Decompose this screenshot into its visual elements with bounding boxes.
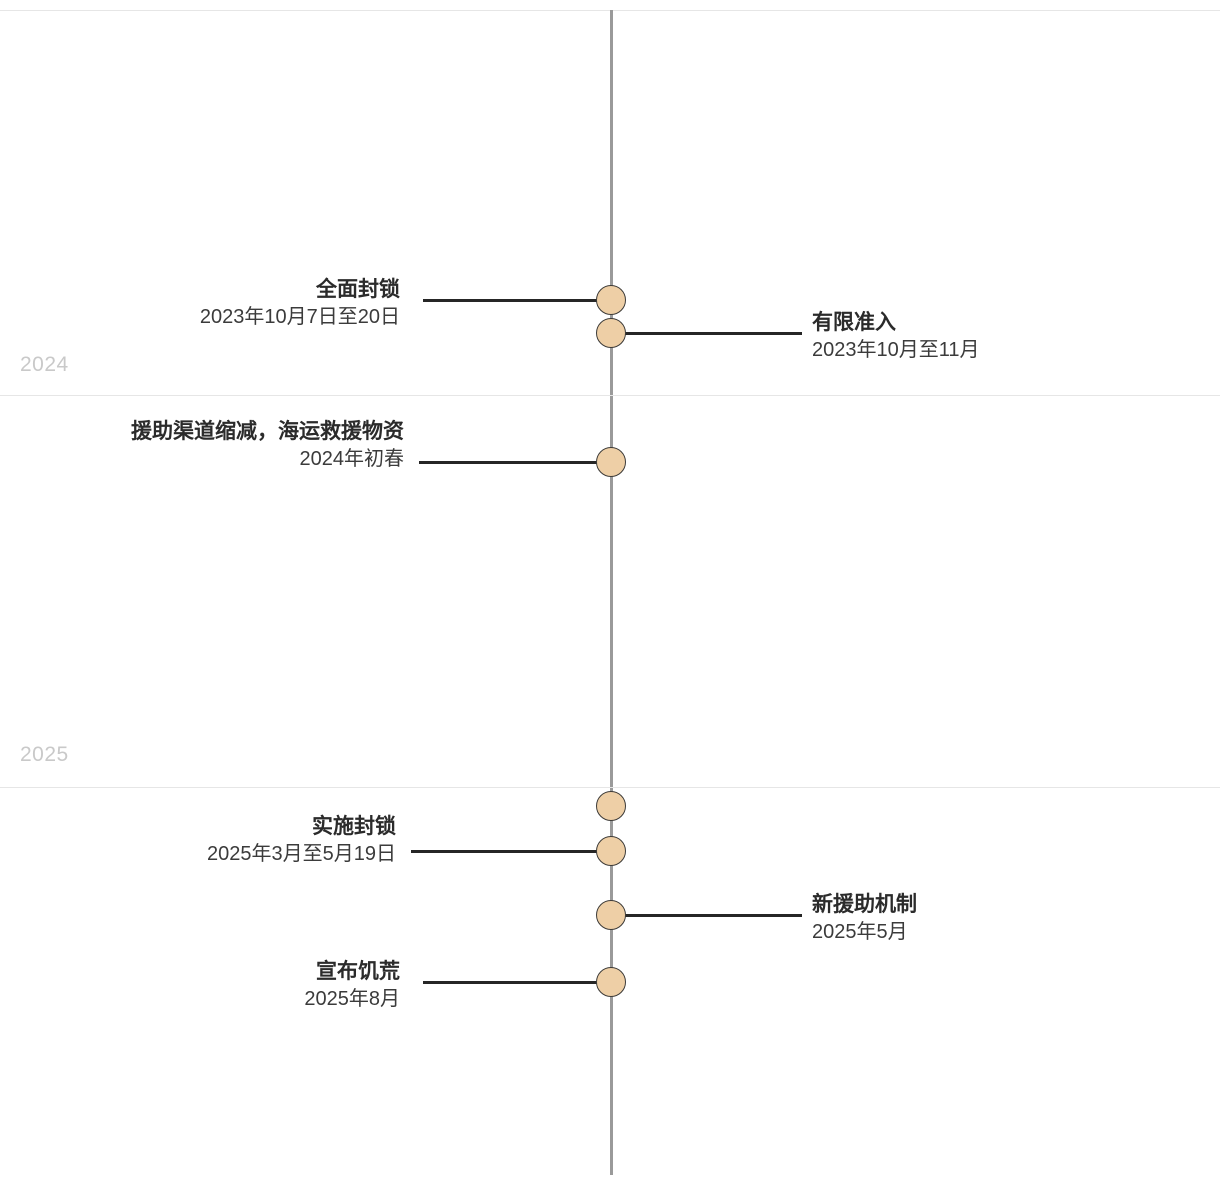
event-date-blockade-imposed: 2025年3月至5月19日 bbox=[207, 842, 396, 865]
node-famine-declared[interactable] bbox=[596, 967, 626, 997]
node-total-blockade[interactable] bbox=[596, 285, 626, 315]
era-label-2025: 2025 bbox=[20, 743, 69, 766]
event-title-total-blockade: 全面封锁 bbox=[316, 278, 400, 301]
timeline-axis bbox=[610, 10, 613, 1175]
era-label-2024: 2024 bbox=[20, 353, 69, 376]
event-date-limited-access: 2023年10月至11月 bbox=[812, 338, 980, 361]
connector-limited-access bbox=[622, 332, 802, 335]
connector-total-blockade bbox=[423, 299, 598, 302]
event-date-total-blockade: 2023年10月7日至20日 bbox=[199, 305, 400, 328]
event-label-blockade-imposed: 实施封锁 2025年3月至5月19日 bbox=[207, 813, 396, 867]
connector-new-aid-mechanism bbox=[622, 914, 802, 917]
event-title-famine-declared: 宣布饥荒 bbox=[316, 960, 400, 983]
node-new-aid-mechanism[interactable] bbox=[596, 900, 626, 930]
event-title-aid-channels-reduced: 援助渠道缩减，海运救援物资 bbox=[131, 420, 404, 443]
event-title-new-aid-mechanism: 新援助机制 bbox=[812, 893, 917, 916]
event-label-famine-declared: 宣布饥荒 2025年8月 bbox=[304, 958, 400, 1012]
era-divider-2025 bbox=[0, 787, 1220, 788]
event-date-new-aid-mechanism: 2025年5月 bbox=[812, 920, 908, 943]
node-blockade-marker[interactable] bbox=[596, 791, 626, 821]
node-limited-access[interactable] bbox=[596, 318, 626, 348]
connector-aid-channels-reduced bbox=[419, 461, 598, 464]
era-divider-2024 bbox=[0, 395, 1220, 396]
event-date-famine-declared: 2025年8月 bbox=[304, 987, 400, 1010]
connector-famine-declared bbox=[423, 981, 598, 984]
event-label-aid-channels-reduced: 援助渠道缩减，海运救援物资 2024年初春 bbox=[54, 418, 404, 472]
event-date-aid-channels-reduced: 2024年初春 bbox=[299, 447, 405, 470]
event-label-total-blockade: 全面封锁 2023年10月7日至20日 bbox=[200, 276, 400, 330]
event-label-new-aid-mechanism: 新援助机制 2025年5月 bbox=[812, 891, 917, 945]
event-title-blockade-imposed: 实施封锁 bbox=[312, 815, 396, 838]
node-aid-channels-reduced[interactable] bbox=[596, 447, 626, 477]
event-label-limited-access: 有限准入 2023年10月至11月 bbox=[812, 309, 980, 363]
connector-blockade-imposed bbox=[411, 850, 598, 853]
node-blockade-imposed[interactable] bbox=[596, 836, 626, 866]
event-title-limited-access: 有限准入 bbox=[812, 311, 896, 334]
